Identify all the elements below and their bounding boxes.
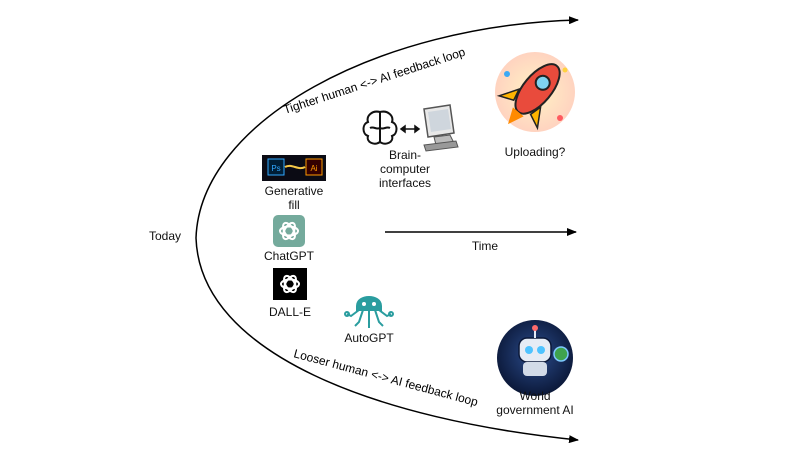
robot-icon (497, 320, 573, 396)
photoshop-logo-text: Ps (271, 164, 280, 173)
computer-icon (423, 104, 459, 152)
tighter-loop-curve (195, 16, 579, 239)
autogpt-label: AutoGPT (344, 331, 394, 345)
time-label: Time (471, 239, 499, 253)
double-arrow-icon (399, 124, 421, 134)
generative-fill-label: Generative fill (264, 184, 324, 212)
bci-label: Brain- computer interfaces (378, 148, 432, 190)
generative-fill-logo-icon: Ps Ai (262, 155, 326, 181)
chatgpt-logo-icon (273, 215, 305, 247)
chatgpt-label: ChatGPT (263, 249, 314, 263)
openai-logo-icon (273, 268, 307, 300)
dalle-label: DALL-E (268, 305, 312, 319)
world-government-ai-label: World government AI (496, 389, 574, 417)
brain-icon (362, 110, 398, 145)
today-label: Today (148, 229, 182, 243)
illustrator-logo-text: Ai (310, 164, 317, 173)
rocket-icon (495, 52, 575, 132)
looser-loop-curve (195, 237, 579, 444)
octopus-icon (344, 296, 394, 328)
uploading-label: Uploading? (504, 145, 566, 159)
